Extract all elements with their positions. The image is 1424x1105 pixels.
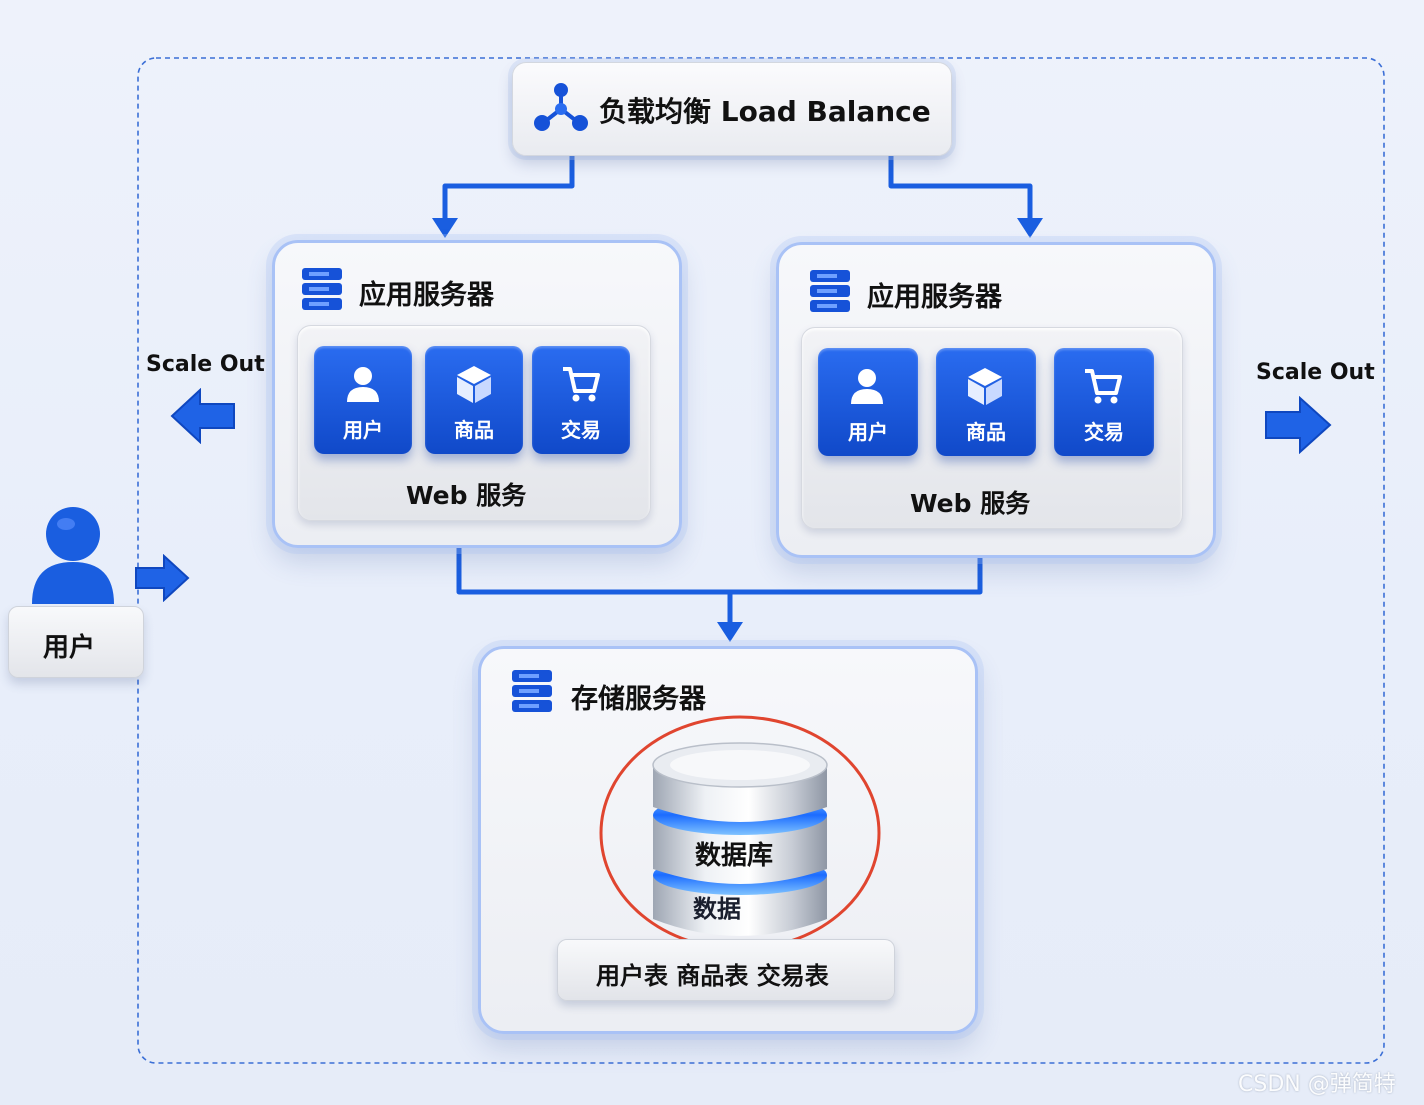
storage-server-panel: 存储服务器 数据库 数据 用户表 商品表 交易表: [478, 646, 978, 1034]
cube-icon: [457, 366, 491, 403]
service-label: 交易: [1084, 420, 1124, 444]
highlight-circle: [599, 715, 881, 951]
arrow-right-icon: [135, 554, 190, 602]
database-label-secondary: 数据: [693, 895, 741, 923]
cube-icon: [968, 368, 1002, 405]
tables-label: 用户表 商品表 交易表: [596, 962, 829, 990]
watermark: CSDN @弹简特: [1238, 1072, 1396, 1097]
server-rack-icon: [512, 670, 552, 712]
shopping-cart-icon: [1085, 369, 1122, 404]
user-box[interactable]: 用户: [8, 606, 144, 678]
database-icon: [652, 742, 828, 936]
web-service-caption: Web 服务: [406, 481, 527, 510]
service-label: 用户: [343, 418, 383, 442]
user-label: 用户: [43, 633, 96, 663]
app-server-panel-2: 应用服务器 用户 商品 交易 Web 服务: [776, 242, 1216, 558]
service-tile-user[interactable]: 用户: [818, 348, 918, 456]
arrow-right-icon: [1265, 396, 1332, 454]
service-label: 商品: [966, 420, 1006, 444]
app-server-title: 应用服务器: [867, 282, 1002, 313]
database-label: 数据库: [695, 841, 774, 871]
server-rack-icon: [810, 270, 850, 312]
web-service-box: 用户 商品 交易 Web 服务: [297, 325, 651, 521]
service-label: 交易: [561, 418, 601, 442]
load-balancer-title: 负载均衡 Load Balance: [599, 95, 931, 128]
web-service-box: 用户 商品 交易 Web 服务: [801, 327, 1183, 529]
user-icon: [347, 367, 379, 402]
arrow-left-icon: [170, 388, 235, 444]
scale-out-right-label: Scale Out: [1256, 360, 1375, 385]
service-tile-trade[interactable]: 交易: [532, 346, 630, 454]
service-tile-trade[interactable]: 交易: [1054, 348, 1154, 456]
server-rack-icon: [302, 268, 342, 310]
service-label: 用户: [848, 420, 888, 444]
load-balancer-box: 负载均衡 Load Balance: [512, 62, 952, 156]
scale-out-left-label: Scale Out: [146, 352, 265, 377]
user-avatar-icon: [32, 507, 114, 604]
network-nodes-icon: [534, 83, 588, 131]
service-tile-user[interactable]: 用户: [314, 346, 412, 454]
service-tile-product[interactable]: 商品: [425, 346, 523, 454]
app-server-title: 应用服务器: [359, 280, 494, 311]
app-server-panel-1: 应用服务器 用户 商品 交易 Web 服务: [272, 240, 682, 548]
web-service-caption: Web 服务: [910, 489, 1031, 518]
service-tile-product[interactable]: 商品: [936, 348, 1036, 456]
shopping-cart-icon: [563, 367, 600, 402]
service-label: 商品: [454, 418, 494, 442]
tables-box: 用户表 商品表 交易表: [557, 939, 895, 1001]
storage-server-title: 存储服务器: [571, 684, 706, 715]
user-icon: [851, 369, 883, 404]
